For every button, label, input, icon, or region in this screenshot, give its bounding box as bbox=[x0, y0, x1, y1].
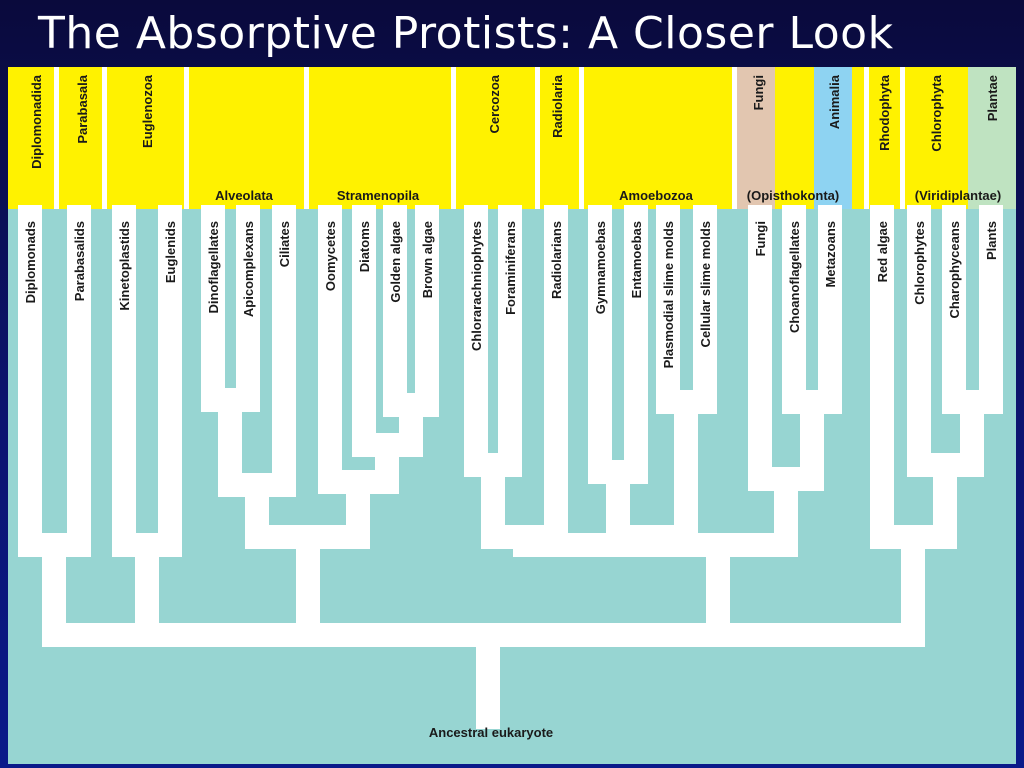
supergroup-label-chlorophyta: Chlorophyta bbox=[929, 74, 944, 151]
taxon-label-diatoms: Diatoms bbox=[357, 221, 372, 272]
taxon-label-fungi: Fungi bbox=[753, 221, 768, 256]
taxon-label-brown-algae: Brown algae bbox=[420, 221, 435, 298]
header-separator bbox=[54, 67, 59, 209]
fungi-band bbox=[735, 67, 775, 209]
header-separator bbox=[102, 67, 107, 209]
taxon-label-parabasalids: Parabasalids bbox=[72, 221, 87, 301]
supergroup-label-cercozoa: Cercozoa bbox=[487, 74, 502, 133]
supergroup-label-opisthokonta: (Opisthokonta) bbox=[747, 188, 839, 203]
supergroup-label-viridiplantae: (Viridiplantae) bbox=[915, 188, 1001, 203]
taxon-label-metazoans: Metazoans bbox=[823, 221, 838, 287]
taxon-label-dinoflagellates: Dinoflagellates bbox=[206, 221, 221, 313]
taxon-label-chlorarachniophytes: Chlorarachniophytes bbox=[469, 221, 484, 351]
tree-branches bbox=[18, 205, 1003, 729]
supergroup-label-plantae: Plantae bbox=[985, 75, 1000, 121]
header-separator bbox=[732, 67, 737, 209]
taxon-label-foraminiferans: Foraminiferans bbox=[503, 221, 518, 315]
supergroup-label-alveolata: Alveolata bbox=[215, 188, 274, 203]
taxon-label-choanoflagellates: Choanoflagellates bbox=[787, 221, 802, 333]
header-separator bbox=[900, 67, 905, 209]
taxon-label-red-algae: Red algae bbox=[875, 221, 890, 282]
supergroup-label-euglenozoa: Euglenozoa bbox=[140, 74, 155, 148]
header-separator bbox=[304, 67, 309, 209]
supergroup-label-fungi: Fungi bbox=[751, 75, 766, 110]
header-separator bbox=[579, 67, 584, 209]
slide-title: The Absorptive Protists: A Closer Look bbox=[38, 8, 894, 59]
taxon-label-kinetoplastids: Kinetoplastids bbox=[117, 221, 132, 311]
taxon-label-apicomplexans: Apicomplexans bbox=[241, 221, 256, 317]
supergroup-label-amoebozoa: Amoebozoa bbox=[619, 188, 693, 203]
root-label: Ancestral eukaryote bbox=[429, 725, 553, 740]
supergroup-label-animalia: Animalia bbox=[827, 74, 842, 129]
taxon-label-diplomonads: Diplomonads bbox=[23, 221, 38, 303]
taxon-label-ciliates: Ciliates bbox=[277, 221, 292, 267]
taxon-label-plasmodial-slime-molds: Plasmodial slime molds bbox=[661, 221, 676, 368]
taxon-label-plants: Plants bbox=[984, 221, 999, 260]
taxon-label-cellular-slime-molds: Cellular slime molds bbox=[698, 221, 713, 347]
supergroup-label-parabasala: Parabasala bbox=[75, 74, 90, 143]
taxon-label-charophyceans: Charophyceans bbox=[947, 221, 962, 319]
taxon-label-gymnamoebas: Gymnamoebas bbox=[593, 221, 608, 314]
supergroup-label-diplomonadida: Diplomonadida bbox=[29, 74, 44, 169]
header-separator bbox=[184, 67, 189, 209]
taxon-label-golden-algae: Golden algae bbox=[388, 221, 403, 303]
header-separator bbox=[451, 67, 456, 209]
header-separator bbox=[864, 67, 869, 209]
phylogenetic-tree: Diplomonadida Parabasala EuglenozoaAlveola… bbox=[8, 67, 1016, 740]
supergroup-label-rhodophyta: Rhodophyta bbox=[877, 74, 892, 151]
header-separator bbox=[535, 67, 540, 209]
plantae-band bbox=[968, 67, 1016, 209]
supergroup-label-radiolaria: Radiolaria bbox=[550, 74, 565, 138]
taxon-label-chlorophytes: Chlorophytes bbox=[912, 221, 927, 305]
taxon-label-euglenids: Euglenids bbox=[163, 221, 178, 283]
taxon-label-entamoebas: Entamoebas bbox=[629, 221, 644, 298]
taxon-label-oomycetes: Oomycetes bbox=[323, 221, 338, 291]
animalia-band bbox=[814, 67, 852, 209]
taxon-label-radiolarians: Radiolarians bbox=[549, 221, 564, 299]
supergroup-label-stramenopila: Stramenopila bbox=[337, 188, 420, 203]
